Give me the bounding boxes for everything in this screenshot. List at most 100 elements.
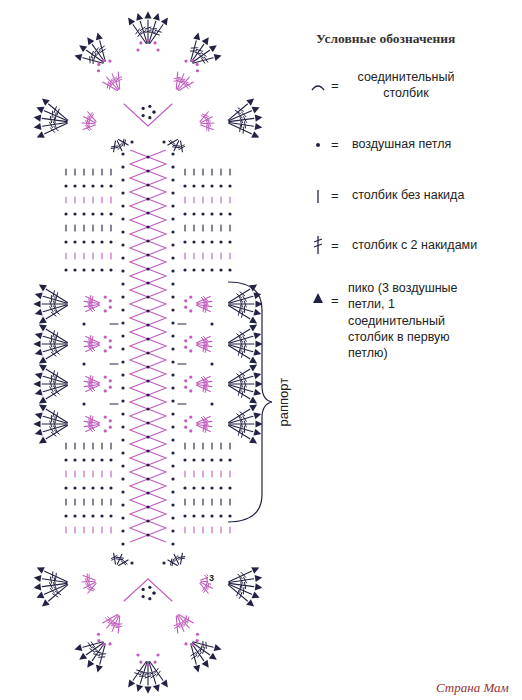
- picot: [209, 45, 217, 52]
- single-crochet: [92, 169, 93, 175]
- picot: [87, 37, 94, 45]
- single-crochet: [65, 225, 66, 231]
- single-crochet: [211, 527, 212, 533]
- chain-dot: [148, 116, 151, 119]
- chain-dot: [109, 212, 112, 215]
- single-crochet: [101, 253, 102, 259]
- treble-stitch: [46, 369, 67, 382]
- picot: [144, 687, 151, 694]
- treble-bar: [241, 573, 245, 578]
- picot: [214, 644, 222, 651]
- chain-dot: [189, 349, 192, 352]
- chain-dot: [192, 268, 195, 271]
- chain-dot: [64, 184, 67, 187]
- treble-bar: [53, 291, 54, 297]
- treble-bar: [51, 336, 52, 342]
- treble-bar: [54, 107, 56, 113]
- chain-dot: [102, 59, 105, 62]
- chain-dot: [201, 240, 204, 243]
- treble-bar: [244, 306, 245, 312]
- chain-dot: [196, 639, 199, 642]
- treble-stitch: [42, 122, 67, 126]
- chain-dot: [121, 230, 124, 233]
- chain-dot: [184, 339, 187, 342]
- chain-dot: [136, 653, 139, 656]
- treble-bar: [54, 297, 55, 303]
- treble-bar: [244, 117, 247, 123]
- chain-dot: [189, 429, 192, 432]
- chain-dot: [121, 425, 124, 428]
- treble-bar: [206, 303, 207, 309]
- treble-bar: [99, 656, 105, 657]
- single-crochet: [229, 253, 230, 259]
- chain-dot: [171, 191, 174, 194]
- picot: [252, 107, 260, 114]
- chain-dot: [184, 59, 187, 62]
- treble-bar: [195, 52, 201, 54]
- chain-dot: [210, 184, 213, 187]
- treble-bar: [243, 127, 245, 133]
- chain-dot: [192, 212, 195, 215]
- chain-dot: [73, 486, 76, 489]
- treble-bar: [90, 375, 92, 381]
- treble-bar: [169, 141, 174, 145]
- chain-dot: [121, 191, 124, 194]
- picot: [128, 18, 135, 26]
- treble-stitch: [100, 41, 105, 61]
- chain-dot: [171, 334, 174, 337]
- treble-stitch: [88, 583, 96, 593]
- single-crochet: [101, 527, 102, 533]
- picot: [255, 115, 263, 122]
- chain-dot: [146, 267, 149, 270]
- treble-stitch: [150, 661, 163, 680]
- single-crochet: [83, 225, 84, 231]
- chain-dot: [146, 435, 149, 438]
- treble-stitch: [174, 554, 179, 564]
- treble-bar: [155, 30, 161, 32]
- chain-dot: [121, 451, 124, 454]
- chain-dot: [139, 41, 142, 44]
- treble-stitch: [229, 346, 250, 359]
- chain-dot: [121, 269, 124, 272]
- treble-stitch: [168, 560, 178, 566]
- chain-dot: [171, 178, 174, 181]
- treble-bar: [149, 32, 155, 33]
- treble-bar: [244, 577, 247, 583]
- chain-dot: [189, 389, 192, 392]
- treble-bar: [206, 423, 207, 429]
- chain-dot: [64, 486, 67, 489]
- diamond-chain: [130, 150, 166, 542]
- chain-dot: [64, 212, 67, 215]
- treble-bar: [50, 387, 54, 392]
- chain-dot: [148, 597, 151, 600]
- treble-bar: [240, 592, 242, 598]
- chain-dot: [183, 212, 186, 215]
- treble-bar: [203, 385, 205, 391]
- treble-bar: [51, 376, 52, 382]
- treble-bar: [111, 147, 117, 149]
- single-crochet: [184, 225, 185, 231]
- treble-bar: [156, 671, 160, 676]
- chain-dot: [171, 256, 174, 259]
- chain-dot: [152, 591, 155, 594]
- treble-bar: [198, 652, 202, 657]
- picot: [255, 583, 263, 590]
- chain-dot: [219, 268, 222, 271]
- chain-dot: [121, 438, 124, 441]
- chain-dot: [146, 281, 149, 284]
- chain-dot: [109, 299, 112, 302]
- chain-dot: [104, 389, 107, 392]
- single-crochet: [101, 499, 102, 505]
- chain-dot: [171, 542, 174, 545]
- chain-dot: [171, 373, 174, 376]
- equals-sign: =: [331, 78, 339, 94]
- chain-dot: [196, 633, 199, 636]
- treble-bar: [240, 305, 241, 311]
- treble-bar: [242, 391, 243, 397]
- treble-bar: [136, 29, 140, 34]
- chain-dot: [121, 503, 124, 506]
- treble-bar: [54, 337, 55, 343]
- chain-dot: [153, 660, 156, 663]
- chain-dot: [73, 458, 76, 461]
